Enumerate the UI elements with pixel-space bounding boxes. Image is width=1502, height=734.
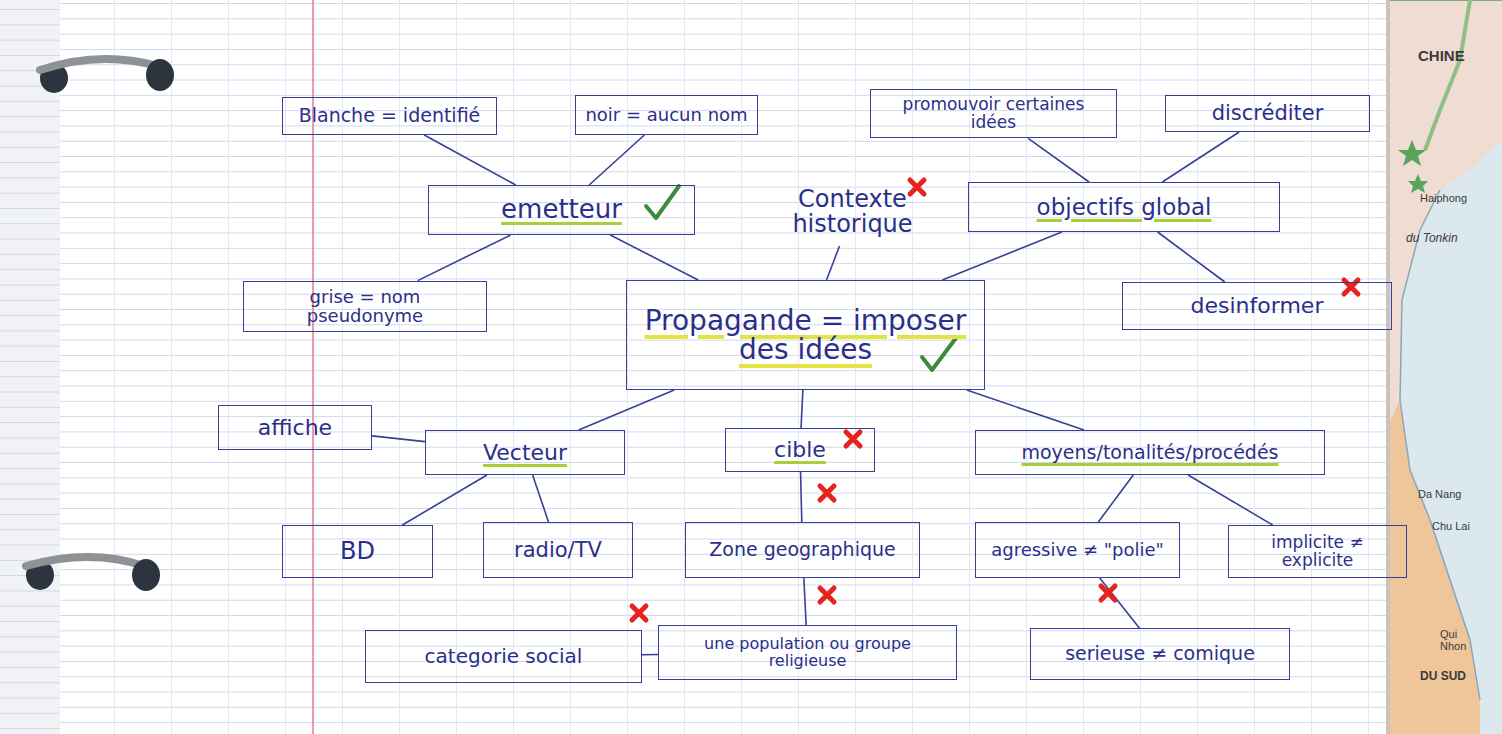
cross-mark (820, 588, 834, 602)
map-label: DU SUD (1420, 670, 1466, 683)
concept-box: une population ou groupe religieuse (658, 625, 957, 680)
connector (642, 654, 658, 656)
node-text: cible (774, 438, 826, 461)
connector (804, 578, 806, 625)
node-text: radio/TV (514, 539, 602, 561)
node-text: categorie social (425, 646, 583, 667)
cross-mark (820, 486, 834, 500)
cross-mark (846, 432, 860, 446)
map-label: Da Nang (1418, 488, 1461, 500)
node-text: serieuse ≠ comique (1065, 644, 1255, 664)
node-text: Blanche = identifié (299, 106, 481, 126)
connector (418, 235, 511, 281)
concept-box: moyens/tonalités/procédés (975, 430, 1325, 475)
node-text: moyens/tonalités/procédés (1021, 443, 1278, 463)
connector (942, 232, 1061, 280)
connector (1162, 132, 1239, 182)
connector (1158, 232, 1225, 282)
connector (801, 472, 802, 522)
connector (1028, 138, 1089, 182)
node-text: agressive ≠ "polie" (991, 541, 1164, 560)
node-text: implicite ≠ explicite (1237, 534, 1398, 570)
connector (801, 390, 803, 428)
map-photo (1386, 0, 1502, 734)
map-label: CHINE (1418, 48, 1465, 65)
map-label: Haiphong (1420, 192, 1467, 204)
node-text: Contexte historique (747, 187, 958, 237)
node-text: BD (340, 539, 375, 564)
map-label: Chu Lai (1432, 520, 1470, 532)
connector (827, 246, 840, 280)
connector (967, 390, 1084, 430)
concept-box: desinformer (1122, 282, 1392, 330)
connector (402, 475, 487, 525)
concept-box: serieuse ≠ comique (1030, 628, 1290, 680)
connector (533, 475, 549, 522)
concept-box: grise = nom pseudonyme (243, 281, 487, 333)
node-text: une population ou groupe religieuse (667, 636, 948, 670)
concept-box: affiche (218, 405, 372, 450)
connector (1098, 475, 1133, 522)
concept-box: Vecteur (425, 430, 625, 475)
concept-box: Zone geographique (685, 522, 920, 578)
connector (610, 235, 698, 280)
node-text: grise = nom pseudonyme (252, 288, 478, 326)
connector (424, 135, 515, 185)
concept-box: discréditer (1165, 95, 1370, 132)
node-text: noir = aucun nom (585, 106, 747, 125)
node-text: promouvoir certaines idées (879, 96, 1108, 132)
cross-mark (1101, 586, 1115, 600)
connector (589, 135, 644, 185)
concept-box: categorie social (365, 630, 642, 683)
binder-ring (40, 59, 174, 93)
concept-box: implicite ≠ explicite (1228, 525, 1407, 578)
map-label: Qui Nhon (1440, 628, 1474, 652)
concept-box: agressive ≠ "polie" (975, 522, 1180, 578)
node-text: affiche (258, 416, 332, 439)
node-text: desinformer (1191, 294, 1324, 317)
check-mark (646, 186, 679, 218)
concept-box: objectifs global (968, 182, 1280, 232)
node-text: discréditer (1212, 102, 1324, 124)
cross-mark (632, 606, 646, 620)
concept-box: noir = aucun nom (575, 95, 758, 135)
concept-box: Blanche = identifié (282, 97, 497, 135)
cross-mark (910, 180, 924, 194)
concept-box: radio/TV (483, 522, 633, 578)
concept-box: BD (282, 525, 433, 578)
check-mark (922, 338, 956, 370)
concept-box: cible (725, 428, 875, 472)
node-text: Zone geographique (709, 540, 895, 560)
concept-box: emetteur (428, 185, 695, 235)
node-text: emetteur (501, 196, 622, 223)
connector (1188, 475, 1273, 525)
connector (1100, 578, 1140, 628)
binder-ring (26, 557, 160, 591)
node-text: Propagande = imposer des idées (635, 306, 976, 365)
node-text: objectifs global (1037, 195, 1212, 219)
node-text: Vecteur (483, 441, 567, 464)
map-label: du Tonkin (1406, 232, 1458, 245)
concept-box: promouvoir certaines idées (870, 89, 1117, 139)
connector (579, 390, 674, 430)
free-text-node: Contexte historique (738, 178, 967, 246)
concept-box: Propagande = imposer des idées (626, 280, 985, 390)
connector (372, 436, 425, 442)
